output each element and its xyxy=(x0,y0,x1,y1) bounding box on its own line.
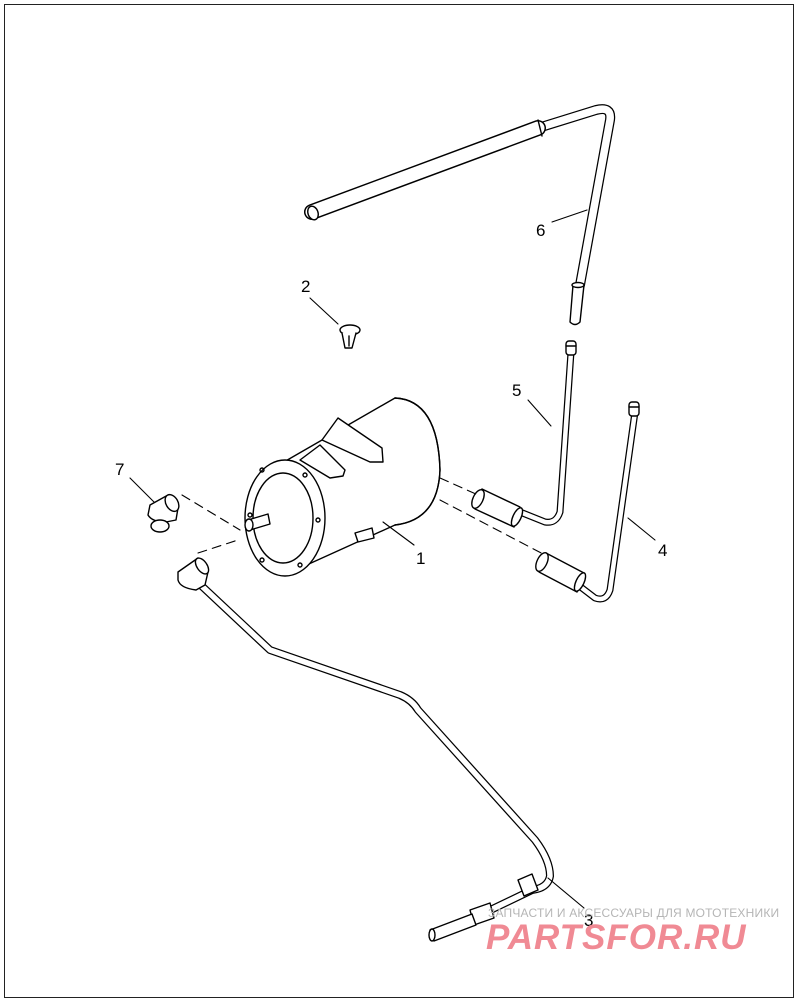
callout-2: 2 xyxy=(301,277,310,296)
callout-1: 1 xyxy=(416,549,425,568)
callout-4: 4 xyxy=(658,541,667,560)
diagram-frame xyxy=(4,4,794,998)
tube-part-5 xyxy=(471,340,577,528)
clip-part-2 xyxy=(339,324,361,349)
hose-part-3 xyxy=(177,557,554,942)
leader-lines xyxy=(129,209,656,909)
callout-5: 5 xyxy=(512,381,521,400)
watermark-logo: PARTSFOR.RU xyxy=(486,918,747,957)
hose-part-6 xyxy=(304,104,616,326)
callout-6: 6 xyxy=(536,221,545,240)
watermark-caption: ЗАПЧАСТИ И АКСЕССУАРЫ ДЛЯ МОТОТЕХНИКИ xyxy=(488,906,780,920)
elbow-part-7 xyxy=(147,493,180,533)
assembly-lines xyxy=(181,477,546,556)
callout-7: 7 xyxy=(115,460,124,479)
canister-part-1 xyxy=(244,397,441,577)
tube-part-4 xyxy=(535,401,640,603)
callout-3: 3 xyxy=(584,911,593,930)
